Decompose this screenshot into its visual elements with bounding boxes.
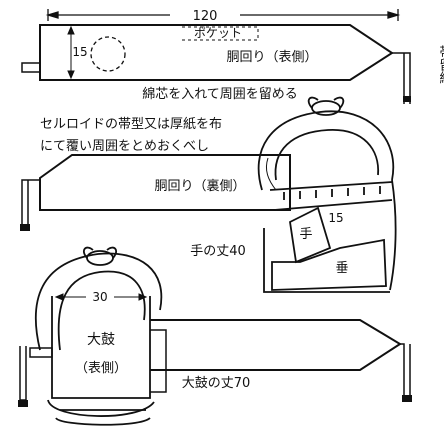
note-line-1: セルロイドの帯型又は厚紙を布 xyxy=(40,117,222,132)
front-left-tab xyxy=(21,62,41,73)
taiko-left-tab xyxy=(29,347,53,358)
dim-30-label: 30 xyxy=(92,290,107,304)
te-length-label: 手の丈40 xyxy=(190,244,246,259)
back-tie-tassel xyxy=(20,224,30,231)
bottom-taiko xyxy=(34,246,163,426)
taiko-label: 大鼓 xyxy=(87,332,115,348)
te-label: 手 xyxy=(299,227,312,242)
back-body-strip xyxy=(39,154,291,211)
front-body-label: 胴回り（表側） xyxy=(226,50,317,65)
te-piece xyxy=(289,206,332,264)
pocket-label: ポケット xyxy=(194,26,242,40)
middle-bow xyxy=(257,96,397,293)
pocket-outline xyxy=(182,26,259,41)
front-tie-tassel xyxy=(403,96,411,102)
taiko-right-tie xyxy=(400,343,411,397)
taiko-length-label: 大鼓の丈70 xyxy=(182,376,251,391)
taiko-side-drape xyxy=(150,329,167,393)
dimension-15-top xyxy=(67,25,75,80)
note-leader-line xyxy=(265,157,277,191)
dim-15-mid-label: 15 xyxy=(328,211,343,225)
width-120-label: 120 xyxy=(193,9,218,24)
snap-circle xyxy=(90,36,126,72)
tare-label: 垂 xyxy=(335,261,348,276)
cotton-core-label: 綿芯を入れて周囲を留める xyxy=(142,87,298,102)
taiko-strip xyxy=(150,319,402,371)
taiko-left-tassel xyxy=(18,400,28,407)
back-body-label: 胴回り（裏側） xyxy=(154,179,245,194)
top-dimension-arrow xyxy=(45,9,401,21)
dimension-30 xyxy=(54,293,148,301)
tare-piece xyxy=(271,238,387,291)
note-line-2: にて覆い周囲をとめおくべし xyxy=(40,139,209,154)
dim-15-top-label: 15 xyxy=(72,45,87,59)
obi-tie-label: 帯留紐 xyxy=(413,45,444,84)
back-left-tie xyxy=(21,179,40,226)
taiko-left-tie xyxy=(19,346,27,401)
taiko-tie-tassel xyxy=(402,395,412,402)
taiko-front-label: （表側） xyxy=(75,361,127,376)
